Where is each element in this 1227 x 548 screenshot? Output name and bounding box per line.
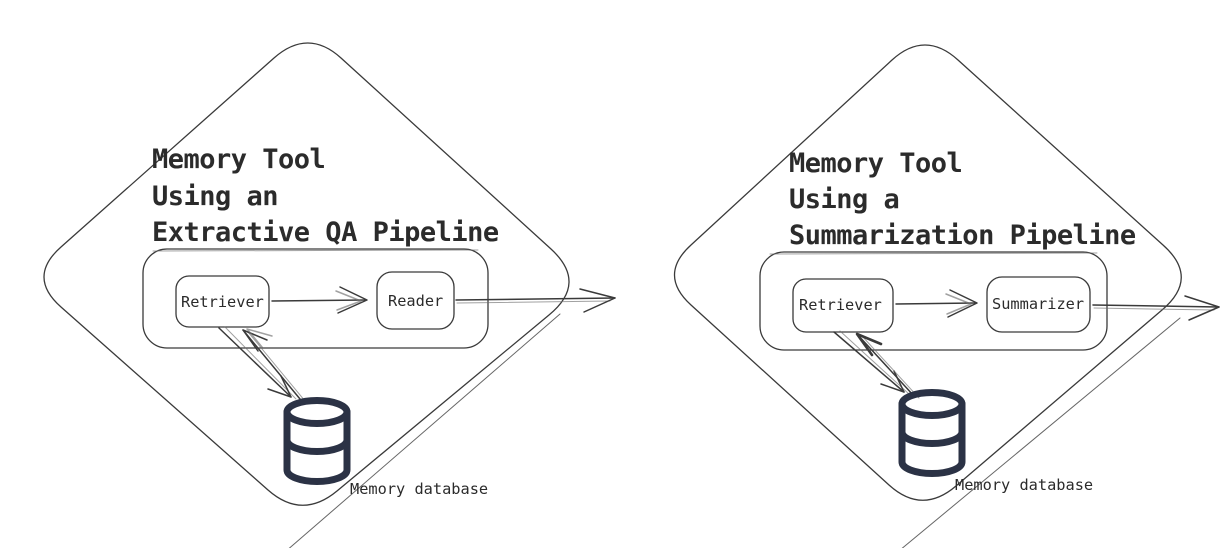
arrowhead [1184,295,1220,321]
diamond-boundary [43,42,570,506]
arrow-database-to-retriever [242,328,306,402]
diagram-summarization: Memory Tool Using a Summarization Pipeli… [674,44,1220,548]
diamond-sketch-stroke [288,313,561,548]
extractive-labels: Memory Tool Using an Extractive QA Pipel… [152,144,499,498]
summarization-shapes [674,44,1220,548]
arrowhead [242,329,268,352]
diagram-title-line-1: Memory Tool [152,144,325,175]
database-label: Memory database [955,476,1093,494]
arrowhead [947,289,978,318]
diamond-boundary [674,44,1182,501]
summarizer-node [986,276,1091,333]
diagram-title-line-3: Extractive QA Pipeline [152,217,499,248]
diagram-title-line-3: Summarization Pipeline [789,220,1136,251]
pipeline-container-sketch [769,252,1098,255]
arrow-retriever-to-summarizer [895,289,978,318]
arrowhead-sketch [246,328,273,348]
reader-label: Reader [388,292,443,310]
arrowhead [267,375,292,398]
retriever-label: Retriever [181,293,264,311]
arrowhead [579,288,616,313]
arrowhead-sketch [335,290,362,311]
arrow-pipeline-output [1092,295,1220,321]
diamond-sketch-stroke [901,317,1181,548]
database-icon [898,389,966,477]
retriever-node [792,278,894,333]
diagram-extractive-qa: Memory Tool Using an Extractive QA Pipel… [43,42,616,548]
arrow-retriever-to-database [218,326,297,400]
arrowhead [855,332,883,357]
pipeline-container [142,248,489,349]
arrow-pipeline-output [455,288,616,313]
retriever-node [175,275,270,328]
retriever-label: Retriever [799,296,882,314]
summarizer-label: Summarizer [992,295,1084,313]
pipeline-container-sketch [152,249,479,252]
diagram-title-line-1: Memory Tool [789,148,962,179]
database-label: Memory database [350,480,488,498]
arrow-retriever-to-reader [271,286,368,314]
arrowhead-sketch [945,293,972,315]
extractive-shapes [43,42,616,548]
reader-node [376,271,455,330]
arrowhead [337,286,368,314]
diagram-title-line-2: Using a [789,184,899,215]
pipeline-container [759,251,1108,351]
arrow-database-to-retriever [855,332,920,399]
diagram-title-line-2: Using an [152,181,278,212]
database-icon [283,397,351,485]
summarization-labels: Memory Tool Using a Summarization Pipeli… [789,148,1136,494]
